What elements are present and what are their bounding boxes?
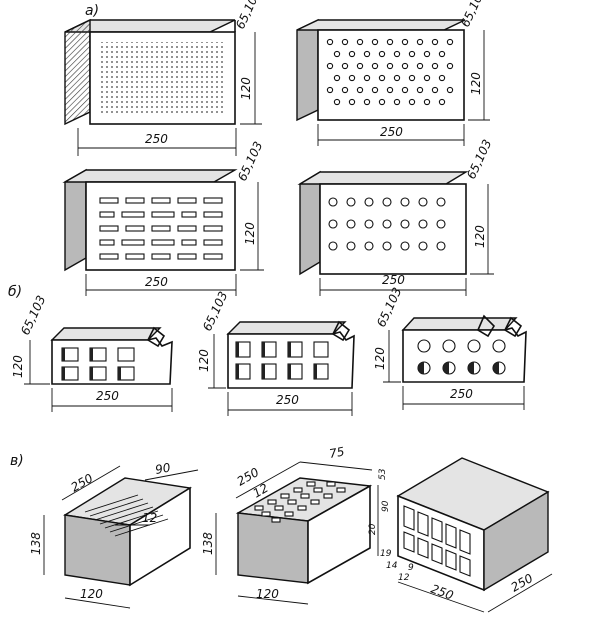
dim-thickness-a2: 65,103	[458, 0, 488, 29]
dim-thickness-a3: 65,103	[235, 139, 265, 183]
dim-length-a2: 250	[380, 125, 403, 139]
dim-length-a3: 250	[145, 275, 168, 289]
voids-b1	[61, 347, 135, 381]
dim-width-v2: 120	[256, 587, 279, 601]
stone-v2-slotted	[235, 477, 373, 585]
voids-b2	[235, 341, 329, 380]
dim-length-a1: 250	[145, 132, 168, 146]
dim-thickness-a1: 65,103	[233, 0, 263, 31]
brick-a1-slotted	[64, 18, 236, 126]
dim-width-v1: 120	[80, 587, 103, 601]
dim-53: 53	[378, 468, 388, 480]
serpentine-slots-v1	[84, 494, 169, 537]
dim-height-b1: 120	[11, 355, 25, 378]
dim-thickness-a4: 65,103	[464, 137, 494, 181]
slot-rows-a3	[99, 197, 223, 260]
dim-length-v1: 250	[69, 471, 96, 495]
hole-grid-a2	[326, 38, 454, 106]
dim-slot-v1: 12	[142, 511, 157, 525]
section-label-b: б)	[8, 284, 22, 300]
dim-height-a1: 120	[239, 77, 253, 100]
dim-20: 20	[368, 523, 378, 535]
dim-12-v3: 12	[398, 573, 410, 583]
brick-a4-round-holes	[297, 170, 469, 276]
dim-9: 9	[408, 563, 414, 573]
voids-v3	[403, 505, 471, 577]
dim-length-a4: 250	[382, 273, 405, 287]
dim-depth-v3: 250	[509, 571, 536, 595]
dim-depth-v1: 90	[154, 460, 172, 477]
block-v3-hollow	[396, 457, 550, 592]
dim-19: 19	[380, 549, 392, 559]
dim-height-v2: 138	[201, 532, 215, 555]
brick-b2-hollow-rect	[226, 320, 355, 389]
dim-14: 14	[386, 561, 398, 571]
dim-length-b3: 250	[450, 387, 473, 401]
stone-v1-slotted	[63, 477, 192, 587]
dim-height-a3: 120	[243, 222, 257, 245]
dim-height-b3: 120	[373, 347, 387, 370]
dim-length-b2: 250	[276, 393, 299, 407]
brick-b3-hollow-round	[401, 314, 527, 383]
dim-thickness-b1: 65,103	[18, 293, 48, 337]
dim-height-v1: 138	[29, 532, 43, 555]
slot-grid-a1	[100, 42, 225, 114]
dim-90: 90	[381, 500, 391, 512]
section-label-v: в)	[10, 453, 24, 469]
hole-grid-a4	[328, 197, 446, 251]
dim-slot-v2: 12	[251, 481, 271, 501]
dim-length-b1: 250	[96, 389, 119, 403]
section-label-a: а)	[85, 3, 99, 19]
voids-b3	[417, 339, 506, 375]
dim-height-a4: 120	[473, 225, 487, 248]
dim-thickness-b3: 65,103	[374, 285, 404, 329]
dim-height-b2: 120	[197, 349, 211, 372]
dim-thickness-b2: 65,103	[200, 289, 230, 333]
slot-pattern-v2	[254, 481, 346, 523]
dim-height-a2: 120	[469, 72, 483, 95]
brick-a2-perforated	[296, 18, 466, 122]
brick-b1-hollow-rect	[50, 326, 173, 385]
brick-a3-rect-slots	[62, 168, 238, 272]
dim-top-v2: 75	[328, 445, 345, 461]
dim-length-v3: 250	[429, 582, 456, 603]
